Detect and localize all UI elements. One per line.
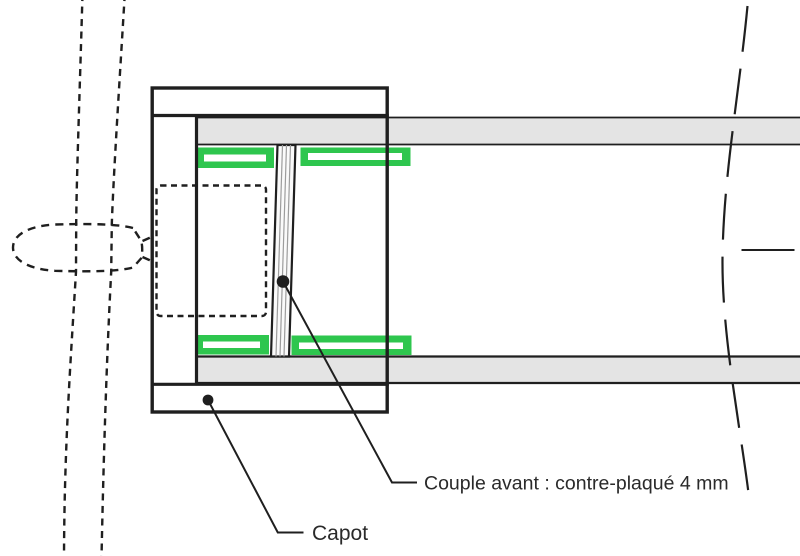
fuselage-side-top-panel xyxy=(196,117,800,145)
capot-leader-line xyxy=(207,399,304,534)
hidden-component-dashed-rect xyxy=(155,184,268,318)
spinner-backplate-ticks xyxy=(142,235,152,263)
cowling-outer-rect xyxy=(150,86,389,414)
front-former-strip xyxy=(269,143,297,358)
former-leader-line xyxy=(282,281,417,484)
propeller-blade-right-edge xyxy=(100,0,126,556)
stringer-top-left-stripe xyxy=(204,154,266,162)
former-label: Couple avant : contre-plaqué 4 mm xyxy=(424,473,729,495)
propeller-group xyxy=(11,0,152,556)
stringer-bottom-left-stripe xyxy=(203,341,260,348)
spinner-dashed-outline xyxy=(11,222,144,273)
capot-label: Capot xyxy=(312,522,368,545)
former-laminate-lines xyxy=(275,144,292,357)
fuselage-side-panels xyxy=(196,116,800,385)
stringer-bottom-right-stripe xyxy=(299,342,403,349)
top-panel-edges xyxy=(196,116,800,146)
former-callout: Couple avant : contre-plaqué 4 mm xyxy=(276,275,729,495)
right-reference-curves xyxy=(721,5,795,494)
stringers xyxy=(195,147,412,355)
cowling-outline xyxy=(150,86,389,414)
fuselage-side-bottom-panel xyxy=(196,356,800,383)
dashed-reference-curve xyxy=(721,5,750,494)
capot-callout: Capot xyxy=(202,394,368,545)
stringer-top-right-stripe xyxy=(308,153,402,160)
